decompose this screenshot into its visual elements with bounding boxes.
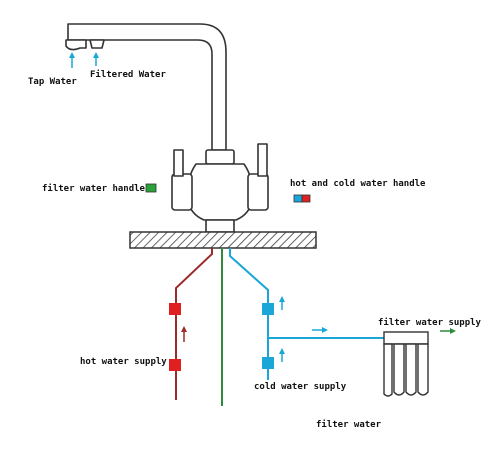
filtered-water-arrow bbox=[93, 52, 99, 66]
filter-handle-swatch bbox=[145, 183, 157, 193]
filter-water-label: filter water bbox=[316, 419, 382, 430]
filter-unit bbox=[383, 331, 429, 397]
tap-water-arrow bbox=[69, 52, 75, 68]
faucet-spout bbox=[65, 23, 227, 151]
cold-flow-arrow-lower bbox=[279, 348, 285, 362]
filter-water-handle-label: filter water handle bbox=[42, 183, 146, 194]
hot-flow-arrow bbox=[181, 326, 187, 342]
filtered-water-label: Filtered Water bbox=[90, 69, 166, 80]
countertop bbox=[129, 231, 317, 249]
filter-water-supply-label: filter water supply bbox=[378, 317, 482, 328]
cold-water-pipe bbox=[229, 248, 269, 380]
cold-valve-upper bbox=[262, 303, 274, 315]
hot-cold-swatch-hot bbox=[301, 194, 311, 203]
cold-flow-arrow-upper bbox=[279, 296, 285, 310]
hot-cold-swatch-cold bbox=[293, 194, 303, 203]
hot-water-supply-label: hot water supply bbox=[80, 357, 167, 367]
hot-cold-handle-label: hot and cold water handle bbox=[290, 179, 426, 189]
cold-valve-lower bbox=[262, 357, 274, 369]
faucet-body bbox=[171, 143, 269, 233]
cold-water-supply-label: cold water supply bbox=[254, 382, 347, 392]
filter-supply-arrow bbox=[440, 328, 456, 334]
hot-valve-lower bbox=[169, 359, 181, 371]
hot-water-pipe bbox=[175, 248, 213, 400]
cold-to-filter-arrow bbox=[312, 327, 328, 333]
tap-water-label: Tap Water bbox=[28, 77, 77, 87]
hot-valve-upper bbox=[169, 303, 181, 315]
